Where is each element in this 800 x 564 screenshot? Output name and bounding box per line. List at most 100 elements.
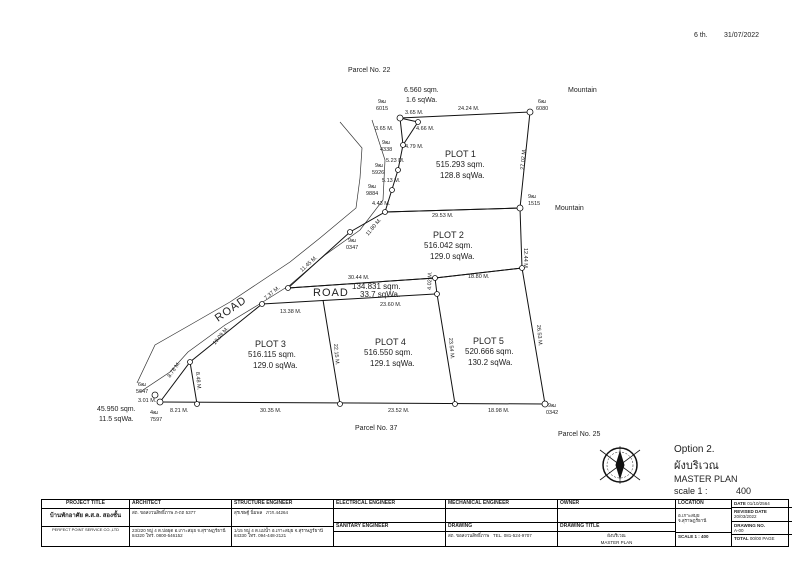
svg-text:PLOT 4: PLOT 4 (375, 337, 406, 347)
mountain-label-2: Mountain (555, 205, 584, 212)
svg-text:30.44 M.: 30.44 M. (348, 275, 370, 281)
site-plan-drawing: 6 th. 31/07/2022 (97, 32, 759, 496)
marker-7597 (156, 398, 164, 406)
svg-text:129.1 sqWa.: 129.1 sqWa. (370, 359, 415, 368)
svg-text:1515: 1515 (528, 201, 540, 207)
svg-text:3.65 M.: 3.65 M. (375, 126, 394, 132)
svg-text:PLOT 3: PLOT 3 (255, 339, 286, 349)
marker-plot5-corner (519, 265, 525, 271)
parcel-top-label: Parcel No. 22 (348, 67, 391, 74)
tb-project: PROJECT TITLE บ้านพักอาศัย ค.ส.ล. สองชั้… (42, 500, 130, 546)
marker-road-right (434, 291, 440, 297)
plot-1: PLOT 1 515.293 sqm. 128.8 sqWa. (436, 149, 485, 180)
road-label-diagonal: ROAD (213, 294, 249, 324)
svg-text:128.8 sqWa.: 128.8 sqWa. (440, 171, 485, 180)
parcel-bottom-label: Parcel No. 37 (355, 425, 398, 432)
marker-5926 (395, 167, 401, 173)
svg-text:8.78 M.: 8.78 M. (167, 360, 183, 379)
dimension-labels: 3.65 M. 24.24 M. 3.65 M. 4.66 M. 4.79 M.… (138, 106, 543, 414)
svg-text:0347: 0347 (346, 245, 358, 251)
tb-mechanical: MECHANICAL ENGINEER DRAWING สถ. ขอสงวนสิ… (446, 500, 558, 546)
svg-text:9ฒ: 9ฒ (528, 194, 536, 200)
svg-text:26.53 M.: 26.53 M. (535, 325, 543, 347)
svg-text:5.23 M.: 5.23 M. (386, 158, 405, 164)
road-plot: 134.831 sqm. 33.7 sqWa. (352, 282, 400, 299)
svg-text:4.43 M.: 4.43 M. (372, 201, 391, 207)
marker-road-left (285, 285, 291, 291)
road-boundary-lines (136, 119, 386, 393)
svg-text:516.550 sqm.: 516.550 sqm. (364, 348, 412, 357)
tb-location: LOCATION อ.เกาะสมุย จ.สุราษฎร์ธานี SCALE… (676, 500, 732, 546)
tb-owner: OWNER DRAWING TITLE ผังบริเวณ MASTER PLA… (558, 500, 676, 546)
tb-electrical: ELECTRICAL ENGINEER SANITARY ENGINEER (334, 500, 446, 546)
svg-text:7597: 7597 (150, 417, 162, 423)
marker-plot2-corner (382, 209, 388, 215)
mountain-label-1: Mountain (568, 87, 597, 94)
svg-text:6080: 6080 (536, 106, 548, 112)
svg-text:9ฒ: 9ฒ (382, 140, 390, 146)
svg-text:27.02 M.: 27.02 M. (520, 148, 528, 170)
option-label: Option 2. (674, 444, 715, 455)
scale-label: scale 1 : (674, 486, 708, 496)
plot-2: PLOT 2 516.042 sqm. 129.0 sqWa. (424, 230, 475, 261)
svg-text:13.38 M.: 13.38 M. (280, 309, 302, 315)
corner-top-sqwa: 1.6 sqWa. (406, 97, 437, 104)
corner-bottom-sqwa: 11.5 sqWa. (99, 416, 134, 423)
svg-text:0342: 0342 (546, 410, 558, 416)
title-block: PROJECT TITLE บ้านพักอาศัย ค.ส.ล. สองชั้… (41, 499, 792, 547)
marker-0342 (541, 400, 549, 408)
svg-text:130.2 sqWa.: 130.2 sqWa. (468, 358, 513, 367)
svg-text:PLOT 5: PLOT 5 (473, 336, 504, 346)
svg-text:PLOT 1: PLOT 1 (445, 149, 476, 159)
corner-bottom-sqm: 45.950 sqm. (97, 406, 136, 413)
svg-text:30.35 M.: 30.35 M. (260, 408, 282, 414)
boundary-markers (151, 108, 549, 408)
svg-text:515.293 sqm.: 515.293 sqm. (436, 160, 484, 169)
svg-text:6015: 6015 (376, 106, 388, 112)
svg-text:129.0 sqWa.: 129.0 sqWa. (253, 361, 298, 370)
marker-5647 (151, 391, 159, 399)
svg-text:11.45 M.: 11.45 M. (299, 255, 319, 274)
marker-1515 (516, 204, 524, 212)
marker-plot3-left (187, 359, 193, 365)
svg-text:19.09 M.: 19.09 M. (212, 326, 231, 347)
svg-text:22.15 M.: 22.15 M. (332, 344, 340, 366)
svg-text:4.66 M.: 4.66 M. (416, 126, 435, 132)
corner-top-sqm: 6.560 sqm. (404, 87, 439, 94)
svg-text:5.13 M.: 5.13 M. (382, 178, 401, 184)
svg-text:4.79 M.: 4.79 M. (405, 144, 424, 150)
svg-text:18.98 M.: 18.98 M. (488, 408, 510, 414)
svg-text:6ฒ: 6ฒ (138, 382, 146, 388)
svg-text:9ฒ: 9ฒ (348, 238, 356, 244)
svg-text:23.60 M.: 23.60 M. (380, 302, 402, 308)
tb-architect: ARCHITECT สถ. ขอสงวนสิทธิ์ภาพ ภ-ถถ 5377 … (130, 500, 232, 546)
compass-icon (599, 446, 641, 484)
tb-structure: STRUCTURE ENGINEER สุรเชษฐ์ นิ่มพล ภวก.4… (232, 500, 334, 546)
svg-text:4ฒ: 4ฒ (150, 410, 158, 416)
marker-6080 (526, 108, 534, 116)
svg-text:8.48 M.: 8.48 M. (194, 372, 202, 391)
scale-value: 400 (736, 486, 751, 496)
header-date: 31/07/2022 (724, 32, 759, 39)
marker-0347 (347, 229, 353, 235)
plot-5: PLOT 5 520.666 sqm. 130.2 sqWa. (465, 336, 513, 367)
marker-bottom-3 (452, 401, 458, 407)
marker-road-corner (432, 275, 438, 281)
svg-text:3.65 M.: 3.65 M. (405, 110, 424, 116)
svg-text:516.042 sqm.: 516.042 sqm. (424, 241, 472, 250)
svg-text:134.831 sqm.: 134.831 sqm. (352, 282, 400, 291)
svg-text:5926: 5926 (372, 170, 384, 176)
marker-bottom-1 (194, 401, 200, 407)
plot-3: PLOT 3 516.115 sqm. 129.0 sqWa. (248, 339, 298, 370)
svg-text:6ฒ: 6ฒ (538, 99, 546, 105)
svg-text:9ฒ: 9ฒ (368, 184, 376, 190)
svg-text:29.53 M.: 29.53 M. (432, 213, 454, 219)
marker-plot3-top (259, 301, 265, 307)
svg-text:3.01 M.: 3.01 M. (138, 398, 157, 404)
svg-text:516.115 sqm.: 516.115 sqm. (248, 350, 296, 359)
svg-text:9ฒ: 9ฒ (378, 99, 386, 105)
svg-text:23.52 M.: 23.52 M. (388, 408, 410, 414)
svg-text:9ฒ: 9ฒ (548, 403, 556, 409)
